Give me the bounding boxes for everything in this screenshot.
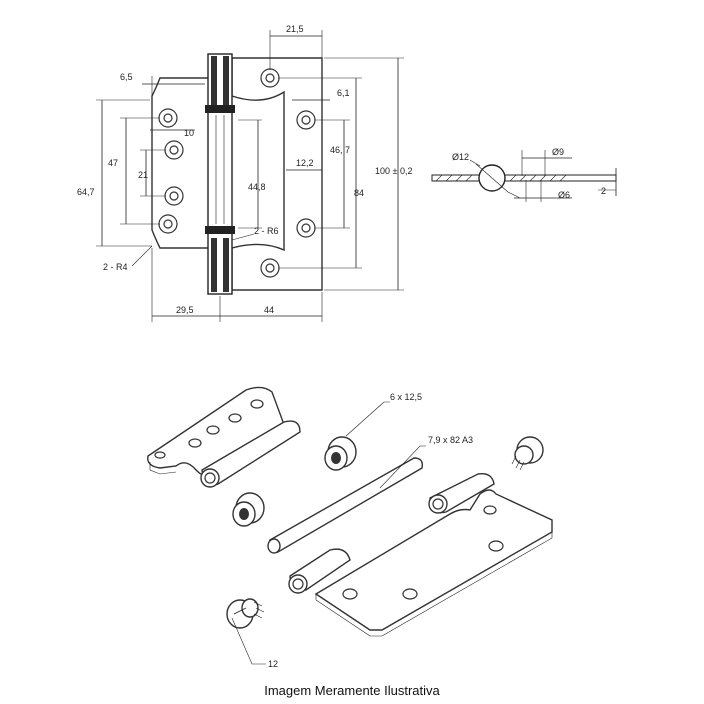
- dim-44-8: 44,8: [248, 182, 266, 192]
- dim-10: 10: [184, 128, 194, 138]
- dim-29-5: 29,5: [176, 305, 194, 315]
- callout-bushing: 6 x 12,5: [390, 392, 422, 402]
- screw-bottom: [226, 598, 265, 629]
- dim-2-r4: 2 - R4: [103, 262, 128, 272]
- dim-21-5: 21,5: [286, 24, 304, 34]
- right-leaf-outline: [231, 57, 323, 291]
- dim-d6: Ø6: [558, 190, 570, 200]
- dim-47: 47: [108, 158, 118, 168]
- knuckle-hatch-top-2: [223, 56, 229, 110]
- bushing-band-top: [205, 105, 235, 113]
- front-dimension-lines: [96, 30, 404, 322]
- dim-2-r6: 2 - R6: [254, 226, 279, 236]
- callout-screw: 12: [268, 659, 278, 669]
- knuckle-hatch-bottom-2: [223, 238, 229, 292]
- screw-top: [511, 436, 544, 471]
- caption: Imagem Meramente Ilustrativa: [264, 683, 440, 698]
- leaf-section: [431, 174, 617, 182]
- bushing-bottom: [232, 492, 265, 527]
- bushing-top: [324, 436, 357, 471]
- hinge-pin: [267, 457, 424, 554]
- lower-leaf: [314, 489, 553, 631]
- dim-12-2: 12,2: [296, 158, 314, 168]
- dim-d9: Ø9: [552, 147, 564, 157]
- dim-d12: Ø12: [452, 152, 469, 162]
- hinge-front-view: 21,5 6,5 6,1 10 47 21 64,7 44,8 12,2 46,…: [77, 24, 412, 322]
- bushing-band-bottom: [205, 226, 235, 234]
- hinge-exploded-view: 6 x 12,5 7,9 x 82 A3 12: [147, 386, 553, 669]
- dim-6-1: 6,1: [337, 88, 350, 98]
- dim-100: 100 ± 0,2: [375, 166, 412, 176]
- hinge-section-view: Ø12 Ø9 Ø6 2: [431, 147, 617, 202]
- dim-6-5: 6,5: [120, 72, 133, 82]
- dim-64-7: 64,7: [77, 187, 95, 197]
- dim-21: 21: [138, 170, 148, 180]
- knuckle-hatch-top: [211, 56, 217, 110]
- dim-84: 84: [354, 188, 364, 198]
- right-leaf-holes: [260, 68, 316, 278]
- dim-44: 44: [264, 305, 274, 315]
- callout-pin: 7,9 x 82 A3: [428, 435, 473, 445]
- dim-thickness: 2: [601, 186, 606, 196]
- knuckle-hatch-bottom: [211, 238, 217, 292]
- dim-46-7: 46, 7: [330, 145, 350, 155]
